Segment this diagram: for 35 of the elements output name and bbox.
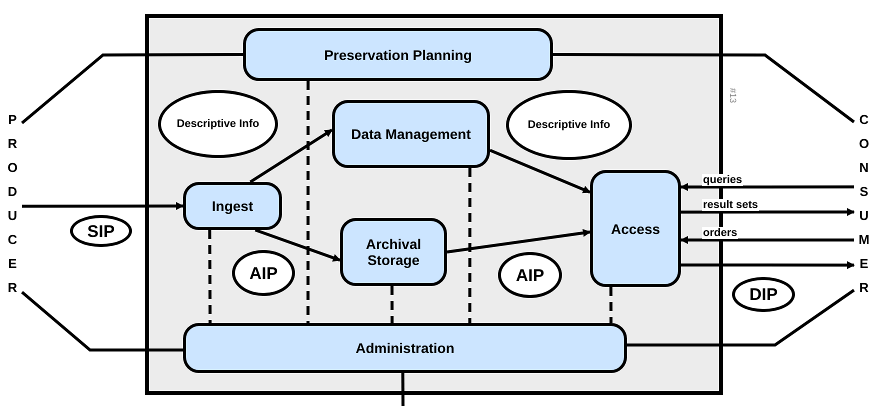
connector-line [21, 290, 183, 352]
arrow [489, 148, 591, 194]
connector-line [627, 288, 855, 346]
edge-label: orders [702, 227, 738, 239]
data-ellipse: AIP [498, 252, 562, 298]
note-text: #13 [728, 88, 738, 104]
data-ellipse: DIP [732, 277, 795, 312]
dashed-line [390, 286, 394, 323]
arrow [446, 229, 591, 254]
edge-label: queries [702, 174, 744, 186]
process-box: Administration [183, 323, 627, 373]
dashed-line [208, 230, 212, 323]
arrow [22, 202, 184, 210]
process-box: Access [590, 170, 681, 287]
connector-line [553, 53, 855, 124]
arrow [680, 236, 854, 244]
connector-line [21, 53, 243, 124]
data-ellipse: AIP [232, 250, 295, 296]
process-box: Preservation Planning [243, 28, 553, 81]
connector-line [401, 372, 404, 406]
data-ellipse: Descriptive Info [158, 90, 278, 158]
data-ellipse: SIP [70, 215, 132, 247]
edge-label: result sets [702, 199, 760, 211]
arrow [681, 208, 855, 216]
process-box: Archival Storage [340, 218, 447, 286]
process-box: Data Management [332, 100, 490, 168]
dashed-line [306, 81, 310, 323]
arrow [681, 261, 855, 270]
arrow [254, 228, 341, 262]
arrow [680, 183, 854, 191]
arrow [250, 128, 333, 184]
dashed-line [609, 287, 612, 323]
data-ellipse: Descriptive Info [506, 90, 632, 160]
process-box: Ingest [183, 182, 282, 230]
dashed-line [468, 168, 472, 323]
